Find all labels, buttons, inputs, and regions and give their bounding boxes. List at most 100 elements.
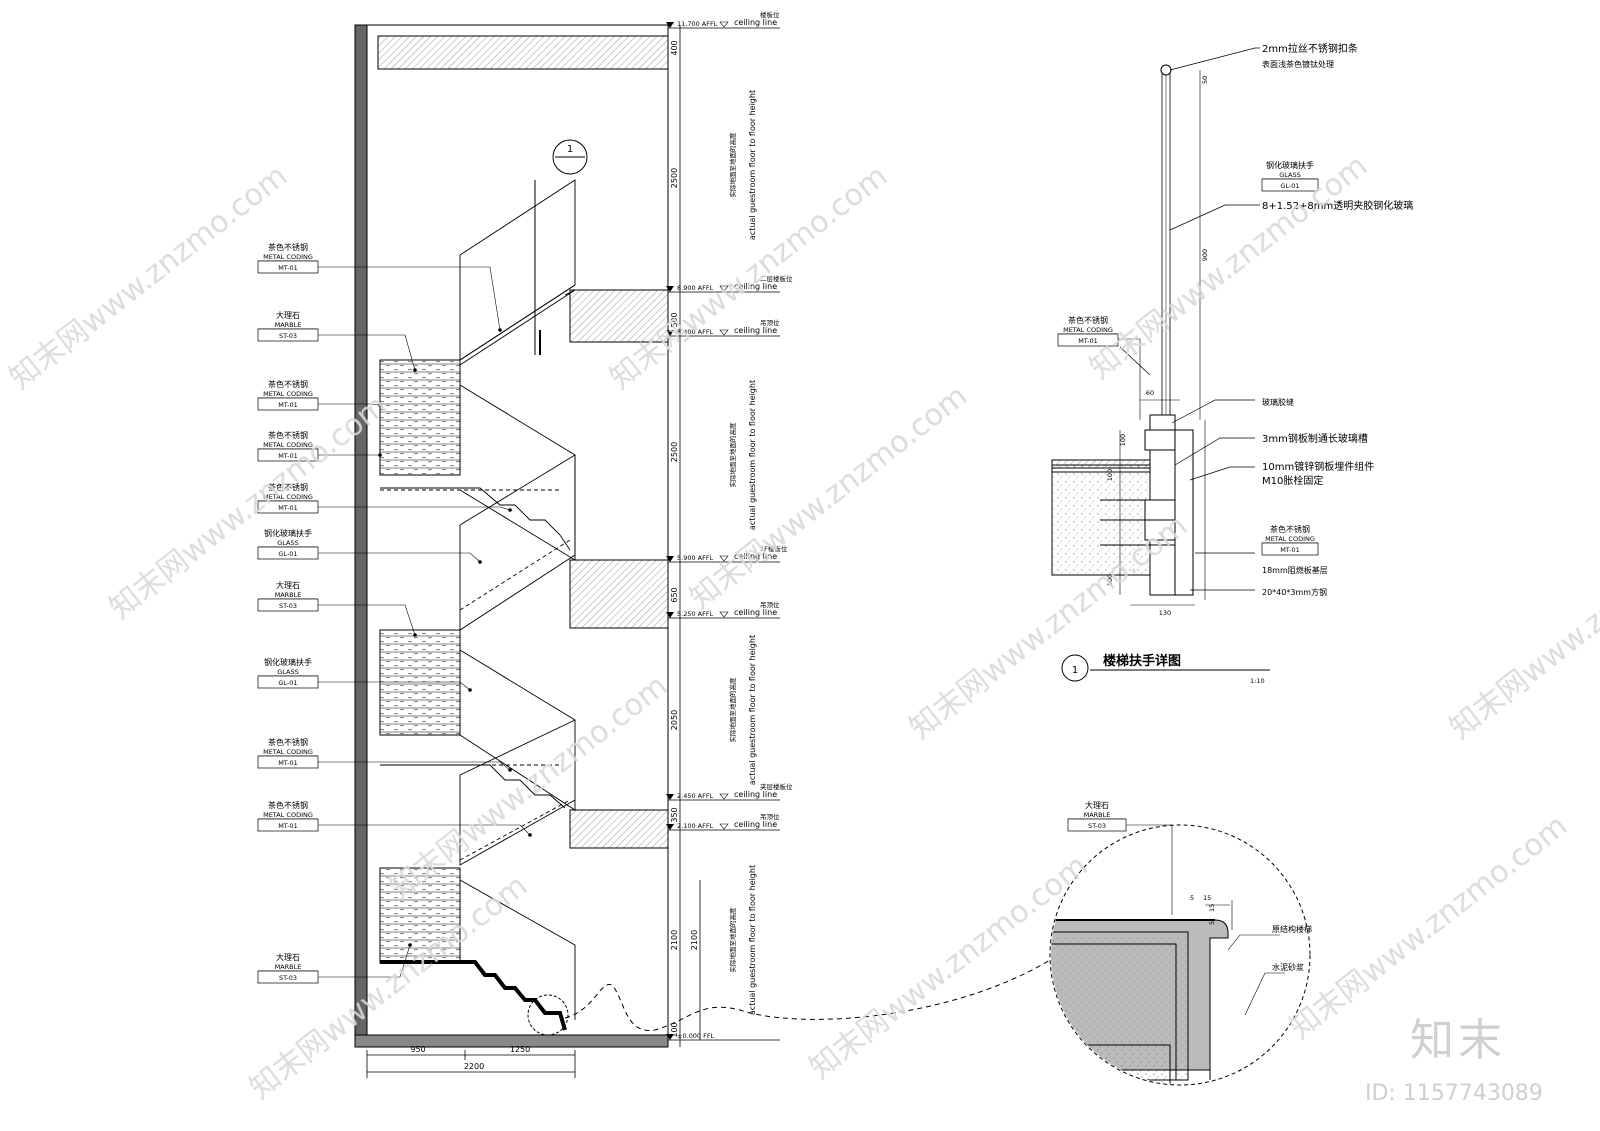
height-note-cn: 实际地面至地面的高度 [728,132,737,198]
top-slab [377,35,669,70]
rail-note: 表面浅茶色镀钛处理 [1262,59,1334,69]
rail-dimension: 60 [1146,389,1154,397]
watermark: 知末网www.znzmo.com [103,388,394,626]
tag-en: METAL CODING [263,811,313,819]
tag-code-box [1261,542,1319,556]
tag-cn: 钢化玻璃扶手 [264,528,312,538]
marble-flight-2 [379,629,461,736]
vertical-dimension: 2500 [670,168,679,188]
rail-note: 3mm钢板制通长玻璃槽 [1262,432,1368,445]
rail-note: M10胀栓固定 [1262,474,1323,487]
tag-cn: 茶色不锈钢 [268,430,308,440]
landing-mz [569,809,669,849]
level-triangle [666,556,674,562]
image-id: ID: 1157743089 [1365,1081,1543,1106]
tag-code: ST-03 [1088,822,1106,830]
detail-title: 楼梯扶手详图 [1103,653,1181,669]
horizontal-dimensions [366,1050,576,1078]
tag-en: METAL CODING [263,390,313,398]
marble-flight-3 [379,867,461,964]
rail-dimension: 50 [1201,76,1209,84]
tag-code: MT-01 [278,504,298,512]
landing-2f [569,289,669,343]
tag-cn: 大理石 [1085,800,1109,810]
landing-1f [569,559,669,629]
tag-cn: 茶色不锈钢 [1068,315,1108,325]
tag-en: MARBLE [275,321,302,329]
level-triangle [666,22,674,28]
vertical-dimension: 350 [670,807,679,822]
watermark: 知末网www.znzmo.com [1083,148,1374,386]
tag-code: MT-01 [1078,337,1098,345]
step-dimension: 5 [1190,894,1194,902]
tag-code: ST-03 [279,602,297,610]
tag-cn: 茶色不锈钢 [268,379,308,389]
tag-cn: 茶色不锈钢 [268,800,308,810]
tag-code: MT-01 [278,452,298,460]
tag-en: GLASS [277,539,299,547]
vertical-dimensions [679,25,701,1047]
vertical-dimension: 100 [670,1022,679,1037]
tag-en: METAL CODING [263,441,313,449]
level-line-label: ceiling line [734,608,777,617]
height-notes: 实际地面至地面的高度 actual guestroom floor to floo… [728,90,757,1015]
rail-dimension: 100 [1106,469,1114,481]
level-cn-label: 吊顶位 [760,318,780,327]
detail-scale: 1:10 [1250,677,1265,685]
level-elevation: ±0.000 FFL [677,1032,715,1040]
dim-950: 950 [410,1045,425,1054]
rail-dimension: 130 [1159,609,1171,617]
level-elevation: 11.700 AFFL [677,20,718,28]
level-cn-label: 1F楼板位 [760,544,788,553]
rail-dimension: 100 [1106,574,1114,586]
rail-note: 18mm阻燃板基层 [1262,565,1328,575]
height-note-cn: 实际地面至地面的高度 [728,422,737,488]
tag-code: ST-03 [279,332,297,340]
level-cn-label: 二层楼板位 [760,274,793,283]
step-note: 原结构楼梯 [1272,924,1312,934]
vertical-dimension: 2050 [670,710,679,730]
level-triangle [666,1034,674,1040]
bottom-step-profile [380,960,567,1031]
tag-code-box [1261,178,1319,192]
step-dimension: 15 [1203,894,1211,902]
level-triangle [666,612,674,618]
tag-en: GLASS [277,668,299,676]
level-line-label: ceiling line [734,820,777,829]
vertical-dimension: 2100 [670,930,679,950]
level-line-label: ceiling line [734,326,777,335]
tag-en: METAL CODING [1063,326,1113,334]
tag-code: GL-01 [1280,182,1299,190]
vertical-dimension: 400 [670,40,679,55]
tag-code: ST-03 [279,974,297,982]
stair-elevation: 1 [354,24,1051,1048]
level-triangle [666,824,674,830]
left-wall [354,24,368,1048]
watermark: 知末网www.znzmo.com [1443,508,1600,746]
rail-dimension: 100 [1119,434,1127,446]
level-elevation: 2.450 AFFL [677,792,714,800]
level-cn-label: 楼板位 [760,10,780,19]
vertical-dimension: 650 [670,587,679,602]
level-elevation: 5.900 AFFL [677,554,714,562]
level-elevation: 8.400 AFFL [677,328,714,336]
tag-cn: 大理石 [276,952,300,962]
level-elevation: 8.900 AFFL [677,284,714,292]
rail-note: 玻璃胶缝 [1262,397,1294,407]
detail-number: 1 [1072,665,1078,676]
level-cn-label: 吊顶位 [760,600,780,609]
level-triangle [666,286,674,292]
height-note-en: actual guestroom floor to floor height [748,865,757,1015]
height-note-cn: 实际地面至地面的高度 [728,907,737,973]
rail-dimension: 900 [1201,249,1209,261]
tag-en: METAL CODING [263,748,313,756]
marble-flight-1 [379,359,461,476]
tag-code: MT-01 [278,401,298,409]
level-line-label: ceiling line [734,18,777,27]
brand-logo-text: 知末 [1410,1015,1506,1066]
step-dimension: 15 [1208,904,1216,912]
rail-note: 8+1.52+8mm透明夹胶钢化玻璃 [1262,199,1413,212]
